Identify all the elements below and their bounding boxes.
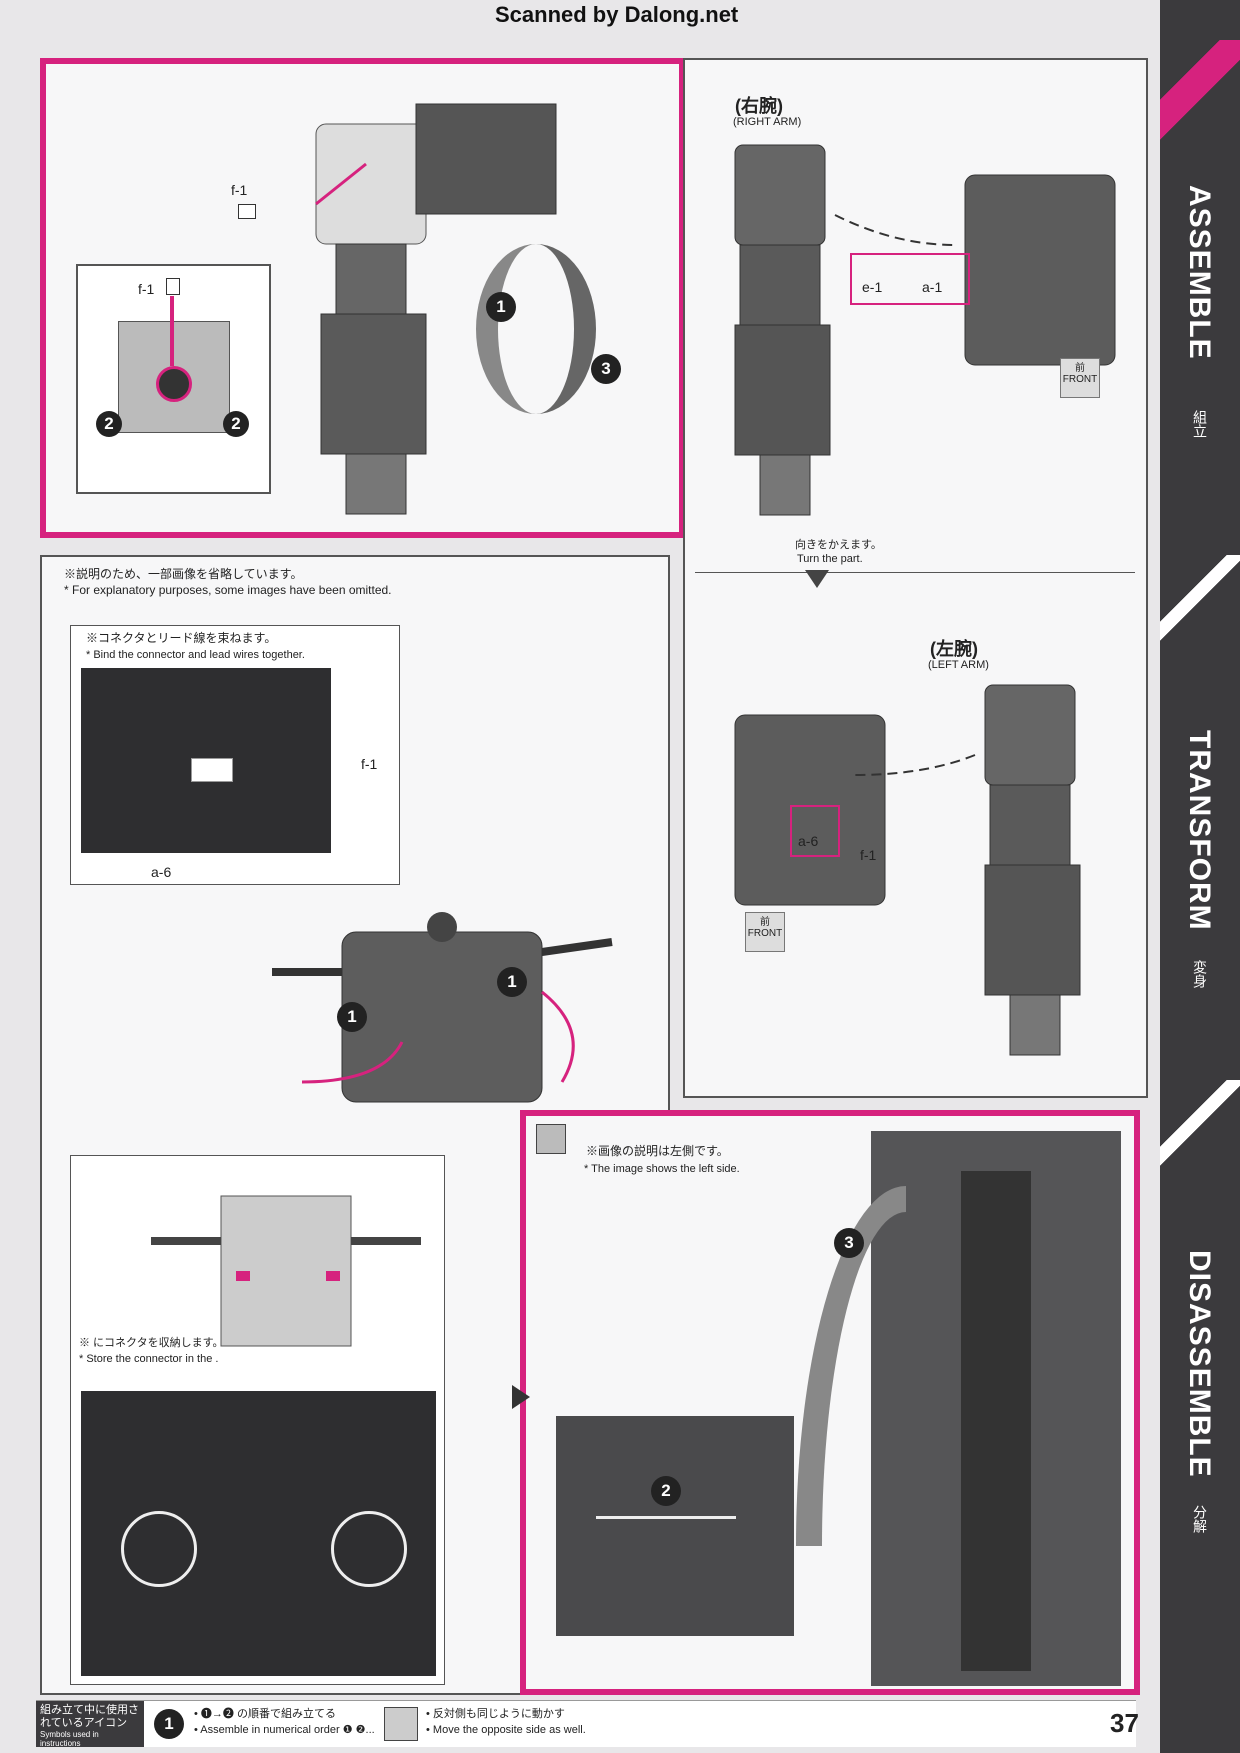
legend-label: 組み立て中に使用されているアイコン Symbols used in instru…: [36, 1701, 144, 1748]
bind-note-jp: ※コネクタとリード線を束ねます。: [86, 631, 277, 645]
right-arm-title-jp: (右腕): [735, 96, 783, 116]
sidebar-stripe: [1160, 40, 1240, 160]
connector-callout-right: e-1 a-1: [850, 253, 970, 305]
sidebar-disassemble[interactable]: DISASSEMBLE: [1183, 1250, 1216, 1478]
front-icon-right: 前 FRONT: [1060, 358, 1100, 398]
omit-note-jp: ※説明のため、一部画像を省略しています。: [64, 567, 303, 581]
page-number: 37: [1110, 1708, 1139, 1738]
sidebar-transform[interactable]: TRANSFORM: [1183, 730, 1216, 931]
panel-step-arm-connect: f-1 1 3 f-1 2 2: [40, 58, 685, 538]
mirror-icon: [384, 1707, 418, 1741]
arm-photo: [871, 1131, 1121, 1686]
step-3-badge: 3: [591, 354, 621, 384]
legend-jp: 組み立て中に使用されているアイコン: [40, 1704, 139, 1729]
connector-icon: [238, 204, 256, 219]
step-2-badge-left: 2: [96, 411, 122, 437]
store-photo: [81, 1391, 436, 1676]
left-arm-title-jp: (左腕): [930, 639, 978, 659]
turn-note-en: Turn the part.: [797, 553, 863, 565]
label-e1: e-1: [862, 279, 883, 295]
wire-line: [170, 296, 174, 366]
step-2-badge-right: 2: [223, 411, 249, 437]
inset-detail: f-1 2 2: [76, 264, 271, 494]
sidebar-assemble-sub: 組立: [1192, 410, 1208, 438]
sidebar-stripe-3: [1160, 1080, 1240, 1190]
panel-disassemble: ※画像の説明は左側です。 * The image shows the left …: [520, 1110, 1140, 1695]
step-1-badge: 1: [486, 292, 516, 322]
left-note-en: * The image shows the left side.: [584, 1163, 740, 1175]
label-f1-photo: f-1: [361, 756, 378, 772]
label-a6: a-6: [798, 833, 819, 849]
step-2-badge-photo: 2: [651, 1476, 681, 1506]
step-1-badge-torso: 1: [497, 967, 527, 997]
scan-credit: Scanned by Dalong.net: [495, 2, 739, 27]
connector-icon-inset: [166, 278, 180, 295]
right-arm-illustration: [734, 144, 1116, 516]
bind-inset: ※コネクタとリード線を束ねます。 * Bind the connector an…: [70, 625, 400, 885]
bind-note-en: * Bind the connector and lead wires toge…: [86, 649, 305, 661]
left-arm-illustration: [734, 684, 1081, 1056]
store-inset: ※ にコネクタを収納します。 * Store the connector in …: [70, 1155, 445, 1685]
right-arm-title-en: (RIGHT ARM): [733, 116, 802, 128]
torso-front-illustration: [151, 1195, 421, 1347]
label-f1-top: f-1: [231, 182, 248, 198]
zoom-photo: [556, 1416, 794, 1636]
torso-illustration: [272, 912, 613, 1103]
front2-en: FRONT: [747, 928, 783, 939]
arm-column: [961, 1171, 1031, 1671]
front-en: FRONT: [1062, 374, 1098, 385]
left-side-icon: [536, 1124, 566, 1154]
left-note-jp: ※画像の説明は左側です。: [586, 1144, 729, 1158]
label-a6-photo: a-6: [151, 864, 172, 880]
turn-arrow-icon: [805, 570, 829, 588]
sidebar: ASSEMBLE 組立 TRANSFORM 変身 DISASSEMBLE 分解: [1160, 0, 1240, 1753]
sidebar-assemble[interactable]: ASSEMBLE: [1183, 185, 1216, 360]
connector-in-photo: [191, 758, 233, 782]
legend-step-en: • Assemble in numerical order ❶ ❷...: [194, 1724, 375, 1736]
store-note-jp: ※ にコネクタを収納します。: [79, 1337, 224, 1349]
sidebar-disassemble-sub: 分解: [1192, 1505, 1208, 1533]
label-f1-inset: f-1: [138, 281, 155, 297]
legend-step-icon: 1: [154, 1709, 184, 1739]
wire-in-photo: [596, 1516, 736, 1519]
left-arm-title-en: (LEFT ARM): [928, 659, 989, 671]
rotation-arrows: [476, 244, 596, 414]
connector-callout-left: a-6: [790, 805, 840, 857]
wire-loop-left: [121, 1511, 197, 1587]
sidebar-transform-sub: 変身: [1192, 960, 1208, 988]
legend-step-jp: • ❶→❷ の順番で組み立てる: [194, 1708, 336, 1720]
legend-mirror-en: • Move the opposite side as well.: [426, 1724, 586, 1736]
footer-legend: 組み立て中に使用されているアイコン Symbols used in instru…: [36, 1700, 1136, 1748]
step-3-badge-photo: 3: [834, 1228, 864, 1258]
store-note-en: * Store the connector in the .: [79, 1353, 219, 1365]
panel-arm-wiring: (右腕) (RIGHT ARM) e-1 a-1 前 FRONT 向きをかえます…: [683, 58, 1148, 1098]
next-arrow-icon: [512, 1385, 530, 1409]
front2-jp: 前: [760, 917, 770, 928]
divider-line: [695, 572, 1135, 573]
front-jp: 前: [1075, 363, 1085, 374]
turn-note-jp: 向きをかえます。: [795, 539, 882, 551]
front-icon-left: 前 FRONT: [745, 912, 785, 952]
step-1-badge-torso-2: 1: [337, 1002, 367, 1032]
arm-illustration: [315, 103, 557, 515]
label-f1-left: f-1: [860, 847, 877, 863]
omit-note-en: * For explanatory purposes, some images …: [64, 583, 392, 597]
label-a1: a-1: [922, 279, 943, 295]
legend-en: Symbols used in instructions: [40, 1730, 99, 1748]
bind-photo: [81, 668, 331, 853]
legend-mirror-jp: • 反対側も同じように動かす: [426, 1708, 565, 1720]
socket: [156, 366, 192, 402]
sidebar-stripe-2: [1160, 555, 1240, 665]
wire-loop-right: [331, 1511, 407, 1587]
